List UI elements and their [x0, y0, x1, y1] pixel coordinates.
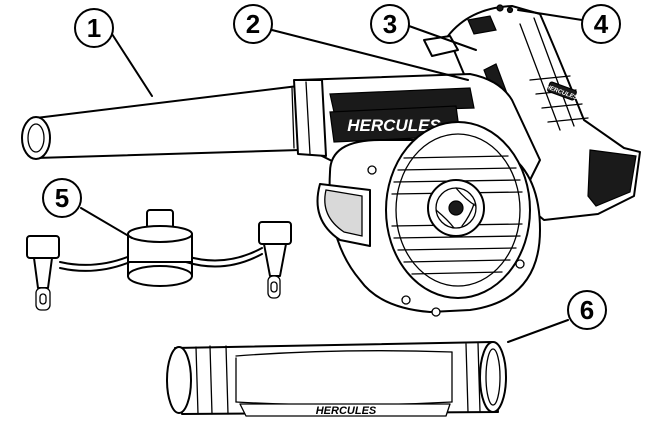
housing-brand-text: HERCULES	[347, 116, 441, 135]
leader-line-6	[507, 319, 569, 343]
leader-line-4	[517, 9, 583, 21]
callout-5-label: 5	[55, 183, 69, 213]
blower-nozzle-tube	[21, 85, 301, 160]
leader-line-3	[408, 25, 477, 51]
leader-lines	[80, 9, 583, 343]
leader-line-2	[271, 29, 469, 81]
callout-3: 3	[370, 4, 410, 44]
shoulder-strap	[26, 209, 292, 311]
callout-6: 6	[567, 290, 607, 330]
callout-2: 2	[233, 4, 273, 44]
callout-6-label: 6	[580, 295, 594, 325]
leader-line-5	[80, 207, 133, 239]
callout-5: 5	[42, 178, 82, 218]
callout-2-label: 2	[246, 9, 260, 39]
extension-tube: HERCULES	[166, 341, 507, 417]
callout-4-label: 4	[594, 9, 609, 39]
extension-tube-brand-text: HERCULES	[316, 405, 377, 417]
callout-4: 4	[581, 4, 621, 44]
callout-1-label: 1	[87, 13, 101, 43]
leader-line-1	[111, 33, 153, 97]
blower-body: HERCULES HERCULES	[293, 4, 641, 317]
callout-1: 1	[74, 8, 114, 48]
callout-3-label: 3	[383, 9, 397, 39]
